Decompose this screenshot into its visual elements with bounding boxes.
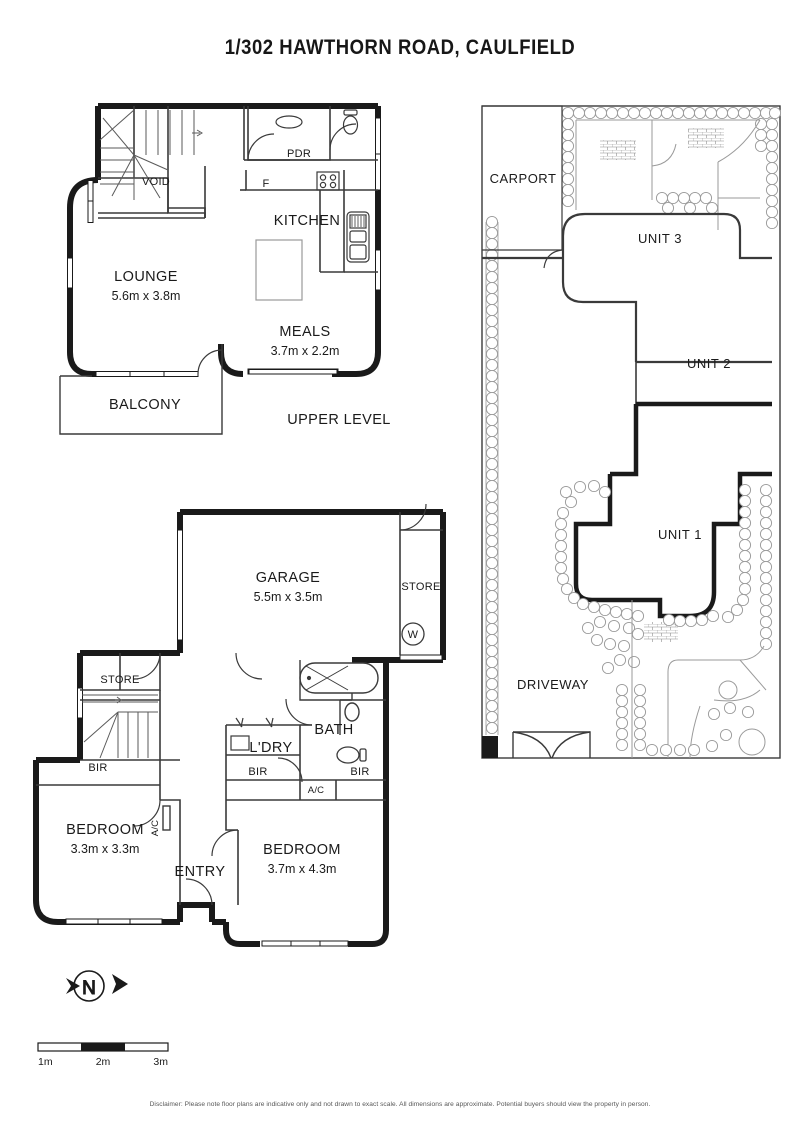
carport-area xyxy=(482,105,563,269)
upper-windows xyxy=(67,117,381,291)
room-label-garage: GARAGE xyxy=(256,570,320,586)
staircase-upper xyxy=(99,109,203,200)
label-bir-right: BIR xyxy=(350,766,369,778)
garden-lower xyxy=(615,680,766,757)
oven-icon xyxy=(346,211,370,263)
ac-unit-bedroom xyxy=(162,805,171,831)
scale-tick-1m: 1m xyxy=(38,1056,53,1068)
staircase-lower-enclosure xyxy=(80,653,180,761)
scale-tick-2m: 2m xyxy=(95,1056,111,1068)
bathtub-icon xyxy=(299,662,379,694)
shrubs-top xyxy=(655,191,719,215)
north-arrow: N xyxy=(66,970,128,1002)
room-label-laundry: L'DRY xyxy=(249,740,292,756)
compass-letter: N xyxy=(82,978,96,999)
appliance-label-fridge: F xyxy=(262,178,269,190)
site-label-driveway: DRIVEWAY xyxy=(517,677,589,692)
room-label-lounge: LOUNGE xyxy=(114,269,178,285)
room-dim-meals: 3.7m x 2.2m xyxy=(271,344,340,358)
room-dim-bedroom-2: 3.7m x 4.3m xyxy=(268,862,337,876)
cooktop-icon xyxy=(316,171,340,191)
site-label-unit3: UNIT 3 xyxy=(638,231,682,246)
site-marker xyxy=(482,736,498,758)
unit3-outline xyxy=(482,212,772,364)
toilet-icon xyxy=(342,109,359,135)
hedge-top xyxy=(561,106,782,120)
label-ac-bath: A/C xyxy=(308,785,324,796)
driveway-crossover xyxy=(512,731,591,759)
garden-paths xyxy=(631,600,767,759)
room-label-bedroom-1: BEDROOM xyxy=(66,822,144,838)
site-plan: CARPORT xyxy=(481,105,782,759)
disclaimer-text: Disclaimer: Please note floor plans are … xyxy=(149,1101,651,1108)
hedge-right-upper xyxy=(754,117,779,230)
room-label-entry: ENTRY xyxy=(175,864,226,880)
appliance-label-washer: W xyxy=(408,629,419,641)
room-label-kitchen: KITCHEN xyxy=(274,213,340,229)
washer-icon xyxy=(401,622,425,646)
site-label-carport: CARPORT xyxy=(490,171,557,186)
scale-tick-3m: 3m xyxy=(153,1056,168,1068)
label-bir-mid: BIR xyxy=(248,766,267,778)
room-label-void: VOID xyxy=(142,176,170,188)
furniture-table xyxy=(255,239,303,301)
basin-icon xyxy=(275,115,303,129)
laundry-bath xyxy=(225,724,386,905)
staircase-lower xyxy=(82,694,158,759)
room-label-bedroom-2: BEDROOM xyxy=(263,842,341,858)
room-label-store-garage: STORE xyxy=(401,581,440,593)
upper-level-caption: UPPER LEVEL xyxy=(287,412,391,428)
store-door-swing xyxy=(399,503,427,531)
room-label-bath: BATH xyxy=(314,722,353,738)
page-title: 1/302 HAWTHORN ROAD, CAULFIELD xyxy=(224,36,576,59)
unit1-outline xyxy=(573,401,772,619)
room-dim-lounge: 5.6m x 3.8m xyxy=(112,289,181,303)
lower-level-plan: GARAGE 5.5m x 3.5m STORE W STORE BATH L'… xyxy=(33,503,446,947)
bir-left xyxy=(36,760,181,905)
room-label-pdr: PDR xyxy=(287,148,311,160)
laundry-trough-icon xyxy=(230,735,250,751)
kitchen-joinery xyxy=(240,170,378,273)
label-bir-left: BIR xyxy=(88,762,107,774)
room-dim-bedroom-1: 3.3m x 3.3m xyxy=(71,842,140,856)
entry-door-swing xyxy=(185,878,213,906)
brick-paving xyxy=(600,128,724,642)
hedge-left xyxy=(485,215,499,735)
balcony-outline xyxy=(59,344,223,435)
scale-bar xyxy=(37,1042,169,1052)
site-label-unit1: UNIT 1 xyxy=(658,527,702,542)
label-ac-bedroom: A/C xyxy=(150,820,161,836)
scale-bar-labels: 1m 2m 3m xyxy=(38,1056,168,1068)
room-label-store-stair: STORE xyxy=(100,674,139,686)
site-label-unit2: UNIT 2 xyxy=(687,356,731,371)
room-dim-garage: 5.5m x 3.5m xyxy=(254,590,323,604)
room-label-balcony: BALCONY xyxy=(109,397,181,413)
hedge-carport-side xyxy=(561,117,575,208)
upper-level-plan: LOUNGE 5.6m x 3.8m MEALS 3.7m x 2.2m KIT… xyxy=(59,103,391,435)
room-label-meals: MEALS xyxy=(279,324,330,340)
toilet-icon-bath xyxy=(336,746,367,764)
lower-windows xyxy=(65,529,443,947)
basin-icon-bath xyxy=(344,702,360,722)
